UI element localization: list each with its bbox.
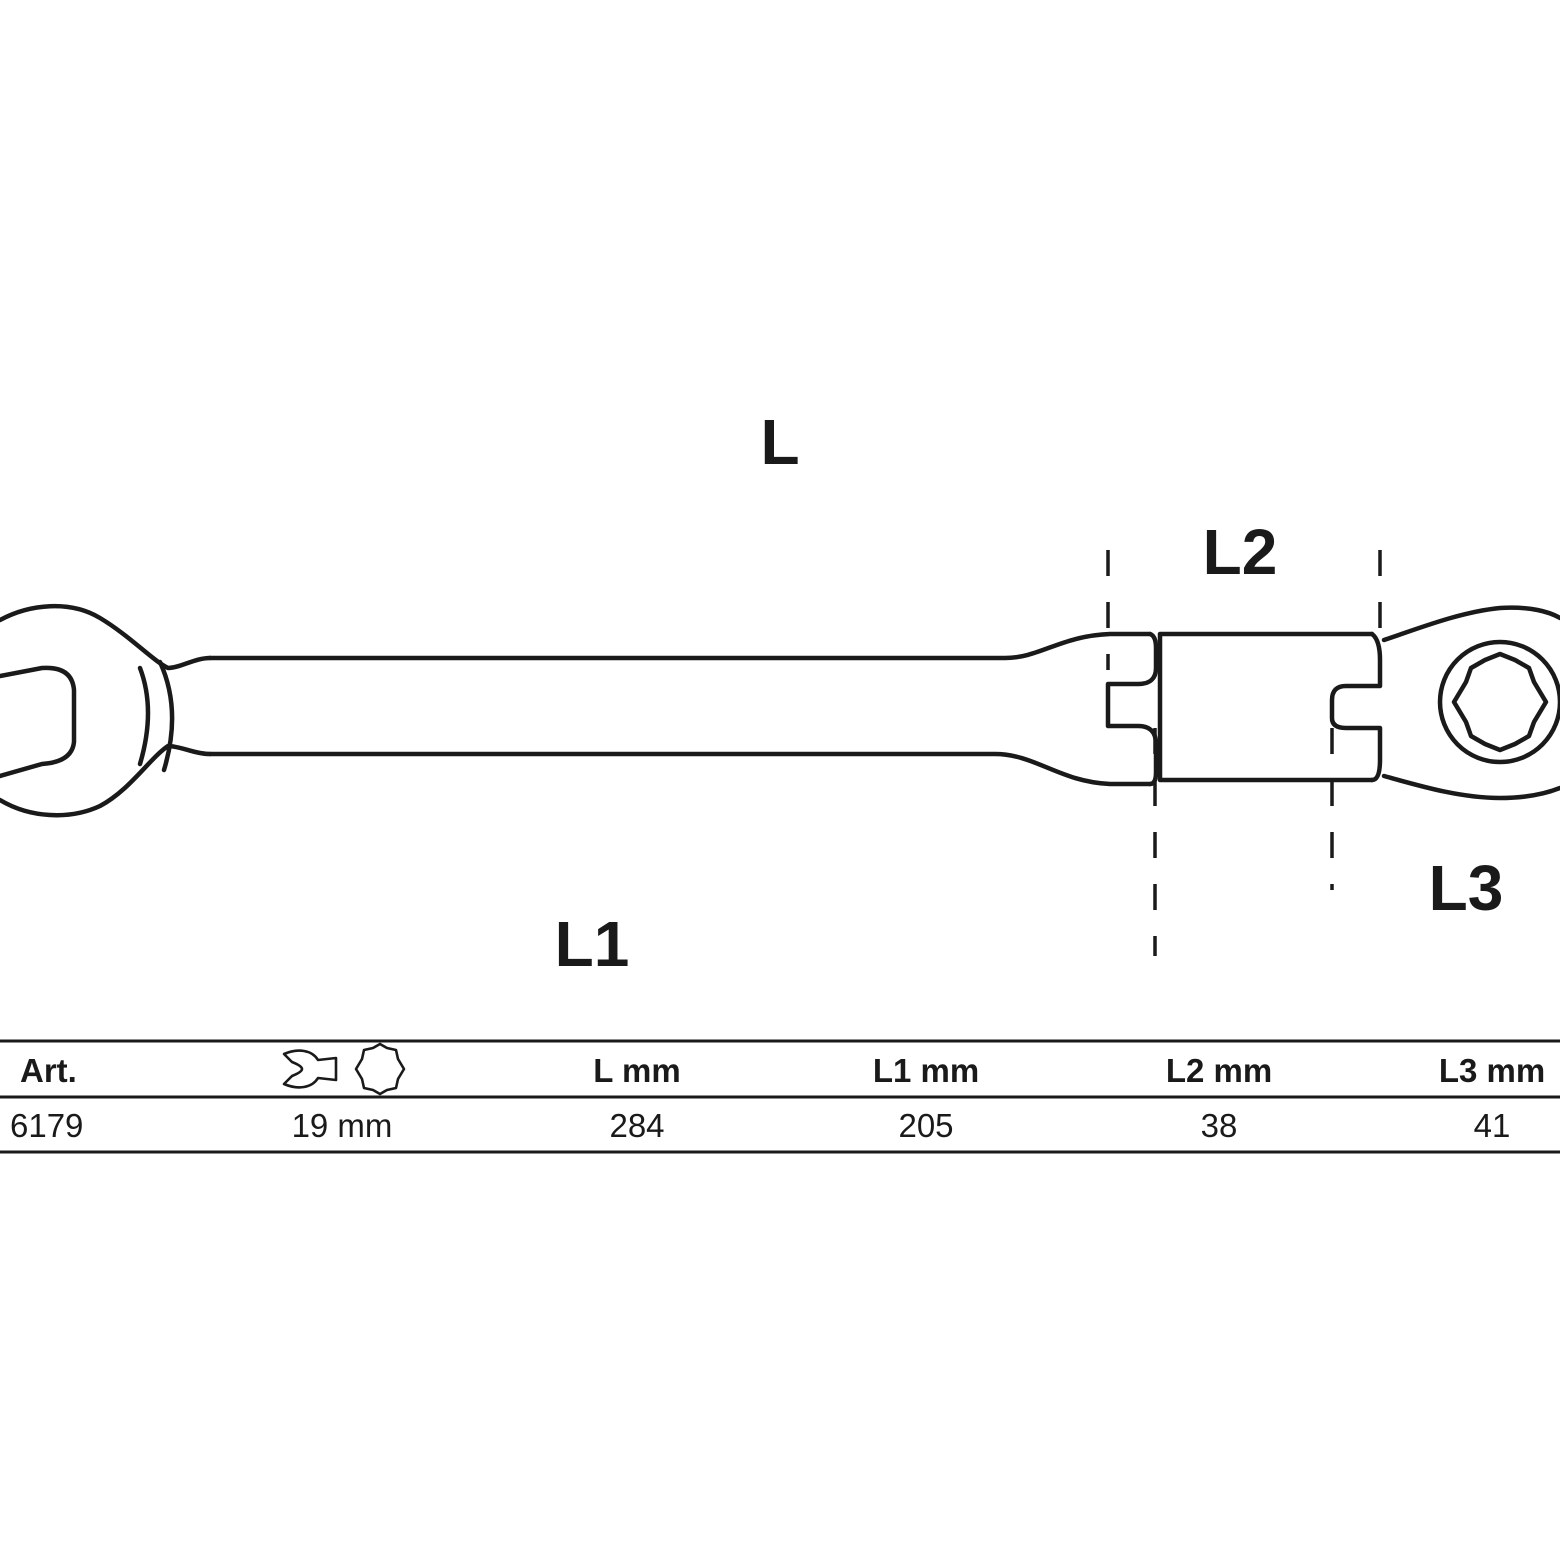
twelve-point-socket xyxy=(1451,651,1549,753)
head-collar-outer xyxy=(157,659,175,773)
handle-bottom xyxy=(207,751,1153,787)
dimension-label-l3: L3 xyxy=(1429,852,1504,924)
cell-art: 6179 xyxy=(10,1107,83,1144)
spec-table: Art. L mm L1 mm L2 mm L3 mm 6179 19 mm 2… xyxy=(0,1039,1560,1154)
handle xyxy=(207,631,1153,661)
ring-head-bore xyxy=(1437,639,1560,765)
cell-l3: 41 xyxy=(1474,1107,1511,1144)
head-collar-inner xyxy=(137,665,151,767)
dimension-label-l1: L1 xyxy=(555,908,630,980)
dimension-extension-lines xyxy=(1106,550,1382,956)
open-end-jaw xyxy=(0,665,77,779)
flex-head-ratcheting-wrench-drawing xyxy=(0,603,1560,818)
header-l2-mm: L2 mm xyxy=(1166,1052,1272,1089)
header-size-icons xyxy=(282,1042,406,1096)
cell-l: 284 xyxy=(609,1107,664,1144)
dimension-label-l: L xyxy=(760,406,799,478)
hinge-link xyxy=(1157,631,1375,783)
hinge-tongue-left xyxy=(1105,631,1159,787)
twelve-point-ring-icon xyxy=(354,1042,406,1096)
header-art: Art. xyxy=(20,1052,77,1089)
open-end-wrench-icon xyxy=(282,1049,338,1089)
cell-size: 19 mm xyxy=(292,1107,393,1144)
hinge-tongue-right xyxy=(1329,631,1383,783)
cell-l1: 205 xyxy=(898,1107,953,1144)
open-end-head xyxy=(0,603,213,818)
header-l-mm: L mm xyxy=(593,1052,680,1089)
ring-head xyxy=(1381,605,1560,801)
header-l3-mm: L3 mm xyxy=(1439,1052,1545,1089)
cell-l2: 38 xyxy=(1201,1107,1238,1144)
dimension-label-l2: L2 xyxy=(1203,516,1278,588)
header-l1-mm: L1 mm xyxy=(873,1052,979,1089)
